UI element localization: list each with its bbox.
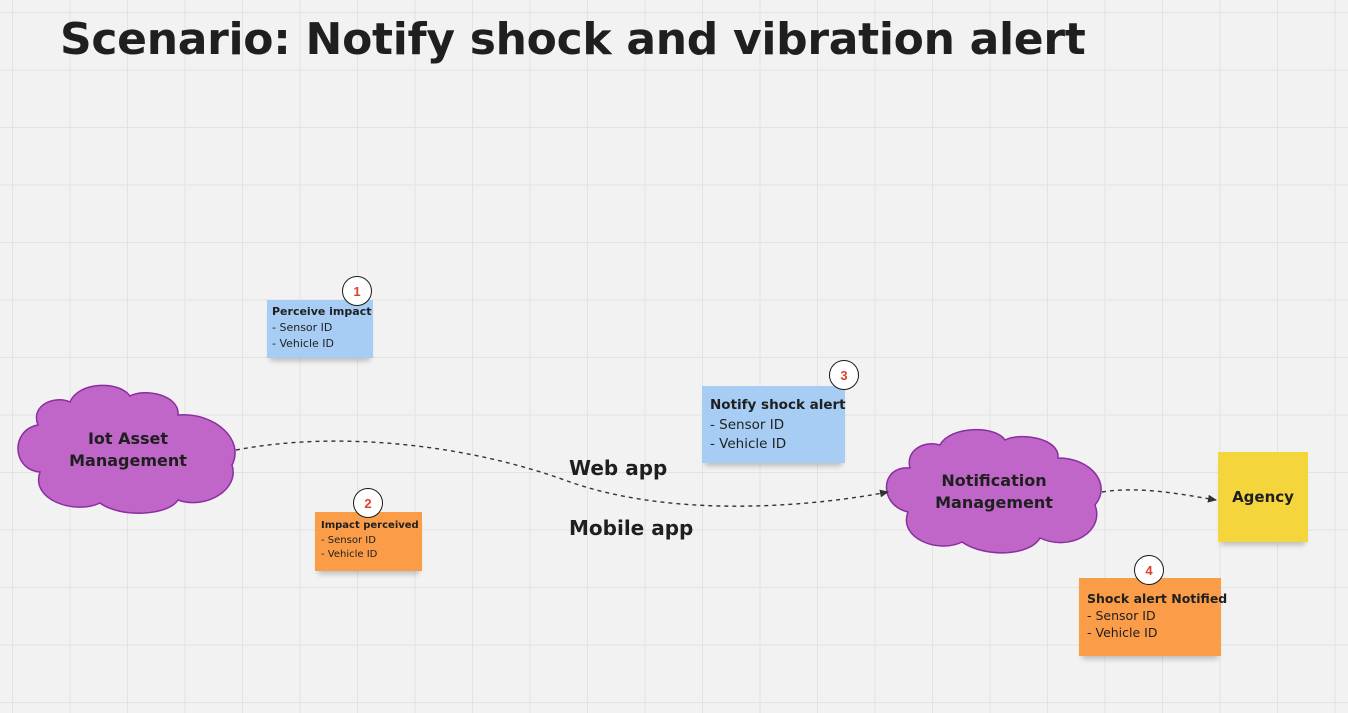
sticky-field: - Vehicle ID (710, 436, 787, 452)
page-title: Scenario: Notify shock and vibration ale… (60, 14, 1086, 65)
sticky-notify-shock-alert[interactable]: Notify shock alert - Sensor ID - Vehicle… (702, 386, 846, 463)
sticky-heading: Notify shock alert (710, 397, 846, 413)
notification-management-cloud[interactable] (885, 429, 1102, 554)
step-badge-4: 4 (1134, 555, 1164, 585)
step-badge-1: 1 (342, 276, 372, 306)
sticky-heading: Impact perceived (321, 520, 419, 531)
iot-asset-management-label: Iot Asset Management (58, 428, 198, 472)
iot-label-line2: Management (69, 451, 187, 470)
sticky-perceive-impact[interactable]: Perceive impact - Sensor ID - Vehicle ID (267, 300, 373, 358)
flow-arrow-iot-to-notification (235, 440, 889, 507)
agency-label: Agency (1232, 488, 1294, 506)
notification-label-line2: Management (935, 493, 1053, 512)
sticky-field: - Vehicle ID (1087, 625, 1158, 640)
sticky-field: - Sensor ID (321, 534, 376, 546)
sticky-field: - Sensor ID (1087, 608, 1156, 623)
sticky-shock-alert-notified[interactable]: Shock alert Notified - Sensor ID - Vehic… (1079, 578, 1228, 656)
sticky-field: - Vehicle ID (272, 337, 335, 350)
step-badge-2: 2 (353, 488, 383, 518)
sticky-heading: Perceive impact (272, 305, 372, 318)
sticky-impact-perceived[interactable]: Impact perceived - Sensor ID - Vehicle I… (315, 512, 422, 571)
flow-arrow-notification-to-agency (1101, 489, 1217, 503)
sticky-field: - Sensor ID (710, 416, 785, 433)
sticky-field: - Sensor ID (272, 321, 333, 334)
notification-label-line1: Notification (941, 471, 1047, 490)
flow-label-mobile-app: Mobile app (569, 516, 694, 540)
iot-label-line1: Iot Asset (87, 429, 169, 448)
step-badge-3: 3 (829, 360, 859, 390)
sticky-agency[interactable]: Agency (1218, 452, 1308, 542)
sticky-field: - Vehicle ID (321, 549, 378, 560)
iot-asset-management-cloud[interactable] (17, 384, 236, 514)
sticky-heading: Shock alert Notified (1087, 591, 1228, 606)
flow-label-web-app: Web app (569, 456, 668, 480)
notification-management-label: Notification Management (924, 470, 1064, 514)
